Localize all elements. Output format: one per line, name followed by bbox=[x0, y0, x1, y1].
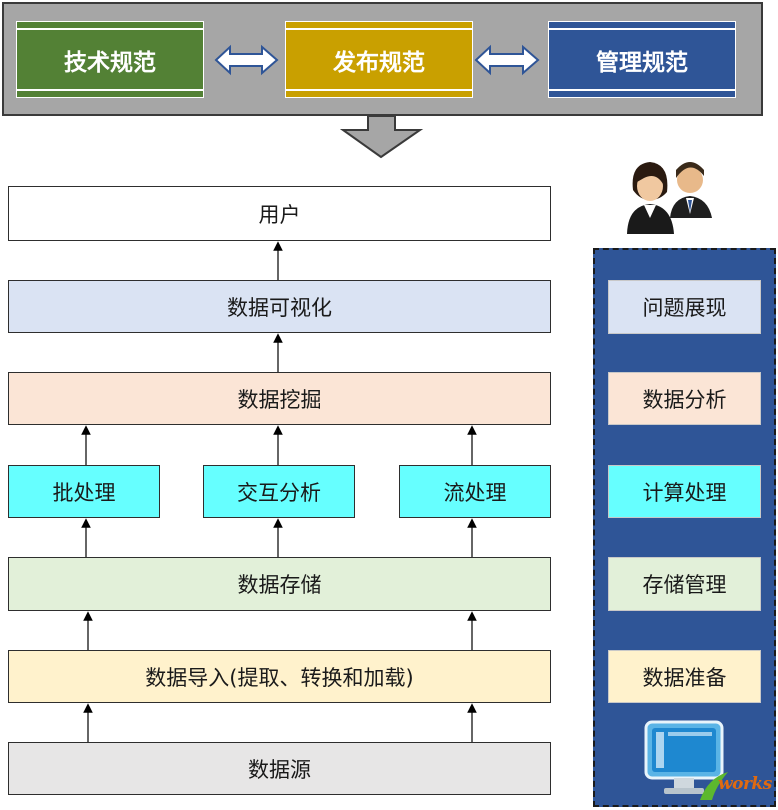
users-icon bbox=[627, 162, 712, 234]
side-compute-label: 计算处理 bbox=[642, 480, 727, 505]
layer-mining-label: 数据挖掘 bbox=[237, 387, 322, 412]
mgmt-standard-label: 管理规范 bbox=[596, 49, 688, 76]
watermark-text: works bbox=[718, 774, 772, 794]
layer-mining: 数据挖掘 bbox=[8, 372, 551, 425]
layer-storage-label: 数据存储 bbox=[237, 573, 322, 597]
layer-stream-label: 流处理 bbox=[443, 480, 507, 505]
mgmt-standard-box: 管理规范 bbox=[548, 21, 736, 98]
side-analysis: 数据分析 bbox=[608, 372, 761, 425]
layer-stream: 流处理 bbox=[399, 465, 551, 518]
layer-source-label: 数据源 bbox=[248, 757, 311, 782]
monitor-icon bbox=[644, 720, 728, 800]
layer-batch: 批处理 bbox=[8, 465, 160, 518]
double-arrow-icon bbox=[474, 44, 540, 76]
layer-visualization: 数据可视化 bbox=[8, 280, 551, 333]
side-storage-mgmt-label: 存储管理 bbox=[642, 573, 727, 597]
side-analysis-label: 数据分析 bbox=[642, 387, 727, 412]
layer-user-label: 用户 bbox=[258, 202, 301, 227]
release-standard-box: 发布规范 bbox=[285, 21, 473, 98]
side-presentation: 问题展现 bbox=[608, 280, 761, 334]
layer-source: 数据源 bbox=[8, 742, 551, 795]
double-arrow-icon bbox=[214, 44, 279, 76]
layer-interactive: 交互分析 bbox=[203, 465, 355, 518]
down-arrow-icon bbox=[339, 115, 424, 159]
side-preparation: 数据准备 bbox=[608, 650, 761, 703]
side-preparation-label: 数据准备 bbox=[642, 665, 727, 690]
side-compute: 计算处理 bbox=[608, 465, 761, 518]
release-standard-label: 发布规范 bbox=[333, 49, 425, 76]
side-presentation-label: 问题展现 bbox=[642, 296, 727, 320]
layer-user: 用户 bbox=[8, 186, 551, 241]
layer-storage: 数据存储 bbox=[8, 557, 551, 611]
layer-visualization-label: 数据可视化 bbox=[227, 295, 332, 320]
tech-standard-box: 技术规范 bbox=[16, 21, 204, 98]
watermark-label: works bbox=[718, 774, 772, 794]
capability-panel bbox=[593, 248, 776, 807]
side-storage-mgmt: 存储管理 bbox=[608, 557, 761, 611]
tech-standard-label: 技术规范 bbox=[64, 49, 156, 76]
layer-import: 数据导入(提取、转换和加载) bbox=[8, 650, 551, 703]
layer-interactive-label: 交互分析 bbox=[237, 480, 321, 505]
flow-arrows bbox=[81, 241, 477, 742]
layer-batch-label: 批处理 bbox=[52, 480, 116, 505]
layer-import-label: 数据导入(提取、转换和加载) bbox=[145, 665, 414, 690]
